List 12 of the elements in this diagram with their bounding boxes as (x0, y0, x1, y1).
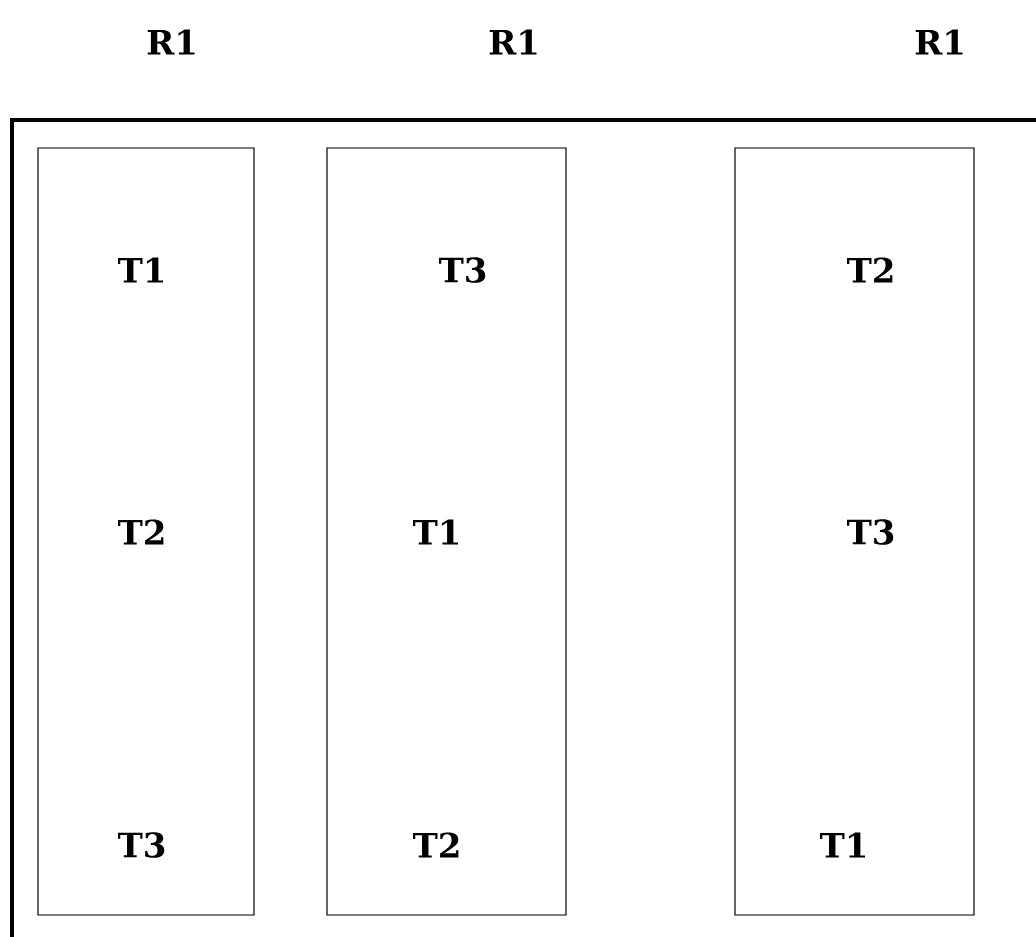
column-heading: R1 (489, 29, 537, 55)
item-label: T1 (118, 257, 163, 283)
item-label: T2 (847, 257, 893, 283)
item-label: T3 (439, 257, 486, 283)
item-label: T3 (847, 519, 894, 545)
item-label: T3 (118, 832, 165, 858)
column-heading: R1 (915, 29, 963, 55)
item-label: T2 (413, 832, 459, 858)
item-label: T2 (118, 519, 164, 545)
item-label: T1 (413, 519, 458, 545)
column-heading: R1 (147, 29, 195, 55)
item-label: T1 (820, 832, 865, 858)
